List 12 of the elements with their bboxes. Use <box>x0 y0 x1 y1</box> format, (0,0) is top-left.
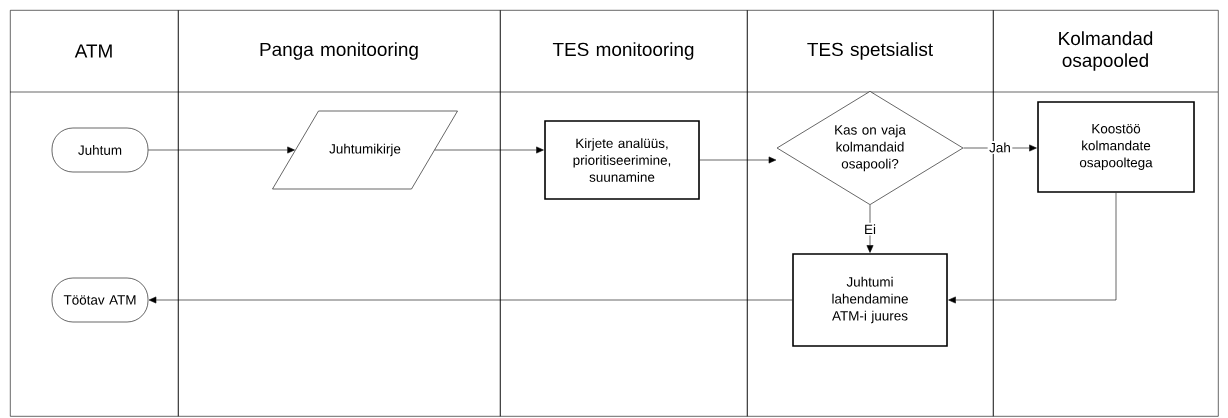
arrow <box>148 296 793 304</box>
arrow <box>699 156 777 164</box>
process-box: Koostöö kolmandate osapooltega <box>1037 101 1195 193</box>
edge-label: Jah <box>987 141 1013 154</box>
data-parallelogram: Juhtumikirje <box>272 110 458 190</box>
edge-label: Ei <box>862 222 878 236</box>
process-box: Kirjete analüüs, prioritiseerimine, suunamine <box>544 120 700 200</box>
arrow <box>148 146 295 154</box>
process-box: Juhtumi lahendamine ATM-i juures <box>792 253 948 347</box>
arrow <box>948 192 1117 304</box>
arrow <box>866 204 874 253</box>
arrow <box>434 146 544 154</box>
